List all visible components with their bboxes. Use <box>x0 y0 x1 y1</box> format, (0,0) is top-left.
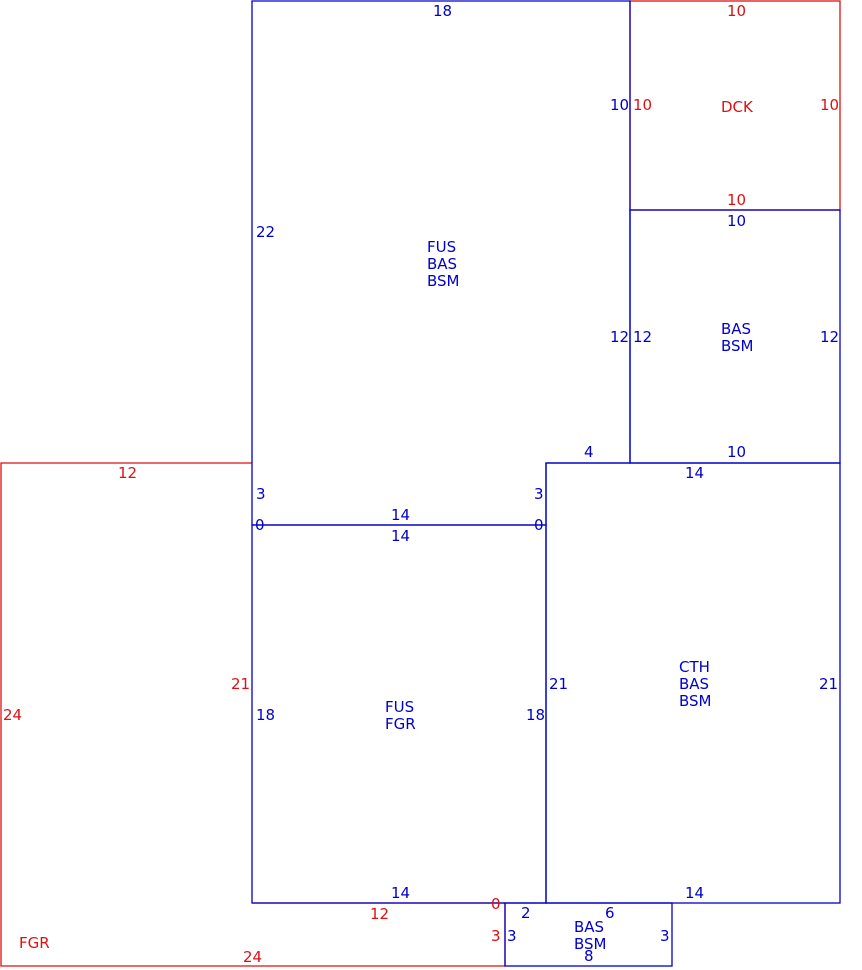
dim-label: 14 <box>391 884 410 902</box>
dim-label: 8 <box>584 947 594 965</box>
dim-label: 0 <box>534 516 544 534</box>
area-code-bsm: BSM <box>721 337 754 355</box>
dim-label: 22 <box>256 223 275 241</box>
dim-label: 14 <box>685 464 704 482</box>
dim-label: 2 <box>521 904 531 922</box>
area-code-fus: FUS <box>427 238 456 256</box>
dim-label: 3 <box>491 927 501 945</box>
dim-label: 3 <box>660 927 670 945</box>
area-code-bsm: BSM <box>427 272 460 290</box>
cth-bas-bsm-outline <box>545 462 841 904</box>
dim-label: 10 <box>610 96 629 114</box>
area-code-bsm: BSM <box>679 692 712 710</box>
bas-bsm-small-area: BAS BSM 2 6 3 3 8 <box>507 904 670 965</box>
area-code-bas: BAS <box>574 918 604 936</box>
cth-bas-bsm-area: CTH BAS BSM 14 21 21 14 <box>549 464 838 902</box>
area-code-bas: BAS <box>679 675 709 693</box>
dim-label: 18 <box>256 706 275 724</box>
fgr-outline <box>0 462 506 967</box>
dim-label: 14 <box>685 884 704 902</box>
dim-label: 12 <box>118 464 137 482</box>
dim-label: 10 <box>727 2 746 20</box>
area-code-dck: DCK <box>721 98 754 116</box>
dim-label: 10 <box>727 443 746 461</box>
dim-label: 14 <box>391 506 410 524</box>
dim-label: 3 <box>507 927 517 945</box>
dim-label: 24 <box>3 706 22 724</box>
area-code-fgr: FGR <box>19 934 50 952</box>
fus-fgr-area: FUS FGR 14 18 18 14 <box>256 527 545 902</box>
area-code-bsm: BSM <box>574 935 607 953</box>
dim-label: 18 <box>526 706 545 724</box>
dim-label: 24 <box>243 948 262 966</box>
fgr-labels: FGR 12 21 24 12 0 3 24 <box>3 464 501 966</box>
dim-label: 12 <box>820 328 839 346</box>
dim-label: 10 <box>727 191 746 209</box>
area-code-cth: CTH <box>679 658 710 676</box>
dim-label: 3 <box>534 485 544 503</box>
dim-label: 0 <box>255 516 265 534</box>
dim-label: 14 <box>391 527 410 545</box>
dim-label: 4 <box>584 443 594 461</box>
area-code-fus: FUS <box>385 698 414 716</box>
dim-label: 12 <box>633 328 652 346</box>
area-code-bas: BAS <box>427 255 457 273</box>
dim-label: 18 <box>433 2 452 20</box>
dim-label: 3 <box>256 485 266 503</box>
dck-area: DCK 10 10 10 10 <box>633 2 839 209</box>
dim-label: 21 <box>231 675 250 693</box>
dim-label: 10 <box>727 212 746 230</box>
area-code-fgr: FGR <box>385 715 416 733</box>
dim-label: 12 <box>610 328 629 346</box>
dim-label: 0 <box>491 895 501 913</box>
fus-bas-bsm-area: FUS BAS BSM 18 10 22 12 4 3 3 0 0 14 <box>255 2 629 534</box>
dim-label: 21 <box>819 675 838 693</box>
dim-label: 10 <box>820 96 839 114</box>
dim-label: 6 <box>605 904 615 922</box>
bas-bsm-small-outline <box>504 902 673 967</box>
dim-label: 10 <box>633 96 652 114</box>
bas-bsm-right-area: BAS BSM 10 12 12 10 <box>633 212 839 461</box>
area-code-bas: BAS <box>721 320 751 338</box>
fgr-area <box>0 462 506 967</box>
dim-label: 12 <box>370 905 389 923</box>
dim-label: 21 <box>549 675 568 693</box>
